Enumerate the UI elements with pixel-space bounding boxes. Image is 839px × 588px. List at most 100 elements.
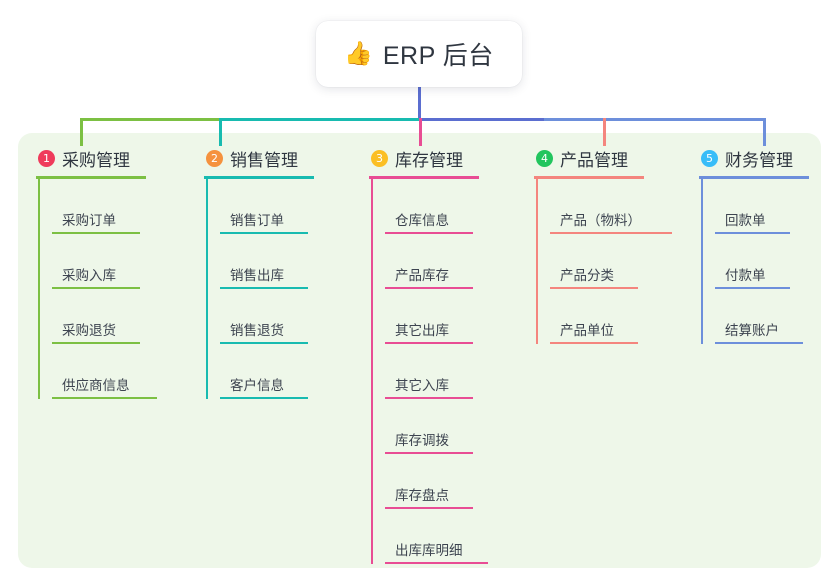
thumbs-up-icon: 👍 (344, 40, 373, 67)
leaf-node[interactable]: 库存盘点 (385, 454, 514, 509)
leaf-underline (715, 287, 790, 289)
leaf-label: 其它入库 (395, 378, 449, 393)
leaf-node[interactable]: 供应商信息 (52, 344, 181, 399)
leaf-node[interactable]: 销售退货 (220, 289, 349, 344)
leaf-label: 销售出库 (230, 268, 284, 283)
leaf-underline (385, 342, 473, 344)
branch-header-3[interactable]: 3 库存管理 (369, 146, 514, 170)
leaf-label: 产品分类 (560, 268, 614, 283)
branch-number-badge-5: 5 (701, 149, 718, 167)
leaf-label: 回款单 (725, 213, 766, 228)
leaf-node[interactable]: 采购退货 (52, 289, 181, 344)
branch-underline-5 (699, 176, 809, 179)
branch-库存管理: 3 库存管理仓库信息产品库存其它出库其它入库库存调拨库存盘点出库库明细 (369, 146, 514, 564)
leaf-label: 库存盘点 (395, 488, 449, 503)
leaf-node[interactable]: 客户信息 (220, 344, 349, 399)
branch-title-2: 销售管理 (230, 150, 298, 170)
leaf-underline (550, 232, 672, 234)
leaf-underline (220, 287, 308, 289)
branch-title-4: 产品管理 (560, 150, 628, 170)
root-node[interactable]: 👍 ERP 后台 (316, 21, 522, 87)
branch-drop-connector-2 (219, 118, 222, 146)
leaf-underline (52, 232, 140, 234)
branch-spine-3 (371, 179, 373, 564)
leaf-underline (385, 232, 473, 234)
trunk-segment-4 (419, 118, 544, 121)
leaf-node[interactable]: 出库库明细 (385, 509, 514, 564)
leaf-underline (550, 287, 638, 289)
leaf-node[interactable]: 付款单 (715, 234, 824, 289)
leaf-node[interactable]: 其它入库 (385, 344, 514, 399)
branch-underline-1 (36, 176, 146, 179)
leaf-label: 付款单 (725, 268, 766, 283)
leaf-underline (385, 397, 473, 399)
leaf-node[interactable]: 产品库存 (385, 234, 514, 289)
leaf-underline (385, 562, 488, 564)
leaf-node[interactable]: 采购入库 (52, 234, 181, 289)
leaf-label: 采购入库 (62, 268, 116, 283)
leaf-label: 产品（物料） (560, 213, 641, 228)
trunk-segment-6 (664, 118, 764, 121)
leaf-label: 供应商信息 (62, 378, 130, 393)
branch-items-4: 产品（物料） 产品分类产品单位 (534, 179, 679, 344)
branch-销售管理: 2 销售管理销售订单销售出库销售退货客户信息 (204, 146, 349, 399)
leaf-node[interactable]: 产品分类 (550, 234, 679, 289)
branch-drop-connector-5 (763, 118, 766, 146)
leaf-underline (550, 342, 638, 344)
leaf-label: 出库库明细 (395, 543, 463, 558)
branch-spine-1 (38, 179, 40, 399)
leaf-node[interactable]: 产品单位 (550, 289, 679, 344)
leaf-node[interactable]: 库存调拨 (385, 399, 514, 454)
root-stem-connector (418, 87, 421, 118)
leaf-underline (385, 452, 473, 454)
branch-title-5: 财务管理 (725, 150, 793, 170)
trunk-segment-1 (80, 118, 220, 121)
branch-header-2[interactable]: 2 销售管理 (204, 146, 349, 170)
trunk-segment-3 (344, 118, 419, 121)
leaf-underline (715, 232, 790, 234)
branch-underline-4 (534, 176, 644, 179)
trunk-segment-2 (220, 118, 344, 121)
branch-drop-connector-3 (419, 118, 422, 146)
branch-drop-connector-4 (603, 118, 606, 146)
branch-underline-3 (369, 176, 479, 179)
branch-title-3: 库存管理 (395, 150, 463, 170)
branch-spine-2 (206, 179, 208, 399)
leaf-label: 其它出库 (395, 323, 449, 338)
branch-number-badge-3: 3 (371, 149, 388, 167)
leaf-node[interactable]: 采购订单 (52, 179, 181, 234)
leaf-underline (385, 507, 473, 509)
leaf-node[interactable]: 销售出库 (220, 234, 349, 289)
leaf-label: 采购退货 (62, 323, 116, 338)
branch-header-5[interactable]: 5 财务管理 (699, 146, 824, 170)
leaf-node[interactable]: 仓库信息 (385, 179, 514, 234)
branch-number-badge-1: 1 (38, 149, 55, 167)
branch-items-1: 采购订单采购入库采购退货供应商信息 (36, 179, 181, 399)
leaf-node[interactable]: 结算账户 (715, 289, 824, 344)
leaf-underline (715, 342, 803, 344)
branch-items-5: 回款单付款单结算账户 (699, 179, 824, 344)
branch-number-badge-2: 2 (206, 149, 223, 167)
leaf-label: 结算账户 (725, 323, 779, 338)
leaf-label: 销售退货 (230, 323, 284, 338)
leaf-node[interactable]: 其它出库 (385, 289, 514, 344)
leaf-underline (385, 287, 473, 289)
leaf-underline (52, 397, 157, 399)
leaf-node[interactable]: 回款单 (715, 179, 824, 234)
branch-财务管理: 5 财务管理回款单付款单结算账户 (699, 146, 824, 344)
branch-underline-2 (204, 176, 314, 179)
leaf-label: 产品库存 (395, 268, 449, 283)
branch-spine-5 (701, 179, 703, 344)
leaf-node[interactable]: 产品（物料） (550, 179, 679, 234)
leaf-node[interactable]: 销售订单 (220, 179, 349, 234)
leaf-label: 库存调拨 (395, 433, 449, 448)
leaf-underline (220, 232, 308, 234)
leaf-label: 产品单位 (560, 323, 614, 338)
leaf-underline (220, 342, 308, 344)
leaf-label: 采购订单 (62, 213, 116, 228)
